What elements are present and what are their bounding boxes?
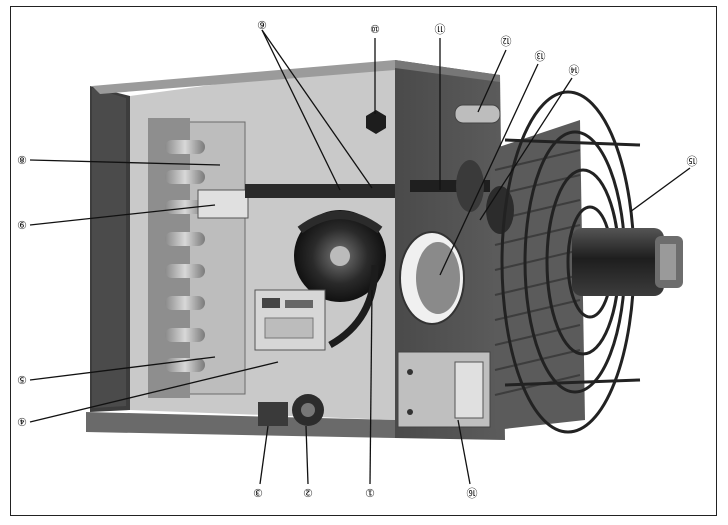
burner-tubes — [165, 140, 205, 372]
callout-14: ⑭ — [569, 63, 580, 76]
burner-manifold — [148, 118, 249, 398]
callout-5: ⑤ — [17, 373, 27, 386]
grommet — [366, 110, 386, 134]
callout-16: ⑯ — [467, 486, 478, 499]
callout-1: ① — [365, 486, 375, 499]
flue-collar — [399, 231, 465, 325]
bearing-housing — [486, 186, 514, 234]
callout-3: ③ — [253, 486, 263, 499]
callout-4: ④ — [17, 415, 27, 428]
combustion-blower — [294, 210, 386, 349]
callout-9: ⑨ — [17, 218, 27, 231]
gas-valve-box — [397, 351, 491, 428]
heat-exchanger — [490, 120, 585, 430]
callout-12: ⑫ — [501, 34, 512, 47]
callout-2: ② — [303, 486, 313, 499]
transformer — [258, 402, 288, 426]
pressure-switch-dial — [301, 403, 315, 417]
callout-8: ⑧ — [17, 153, 27, 166]
callouts: ① ② ③ ④ ⑤ ⑥ ⑧ ⑨ ⑩ ⑪ ⑫ ⑬ ⑭ ⑮ ⑯ — [17, 18, 698, 499]
callout-13: ⑬ — [535, 49, 546, 62]
fitting-pipe — [454, 104, 501, 124]
fan-motor — [572, 228, 683, 296]
cabinet-side-panel — [90, 86, 130, 412]
callout-11: ⑪ — [435, 22, 446, 35]
leader-lines — [29, 29, 691, 485]
control-board — [254, 289, 326, 351]
callout-10: ⑩ — [370, 22, 380, 35]
fan-pulley — [456, 160, 484, 212]
gas-pipe — [245, 184, 395, 198]
callout-6: ⑥ — [257, 18, 267, 31]
callout-15: ⑮ — [687, 154, 698, 167]
figure-frame — [10, 6, 717, 516]
